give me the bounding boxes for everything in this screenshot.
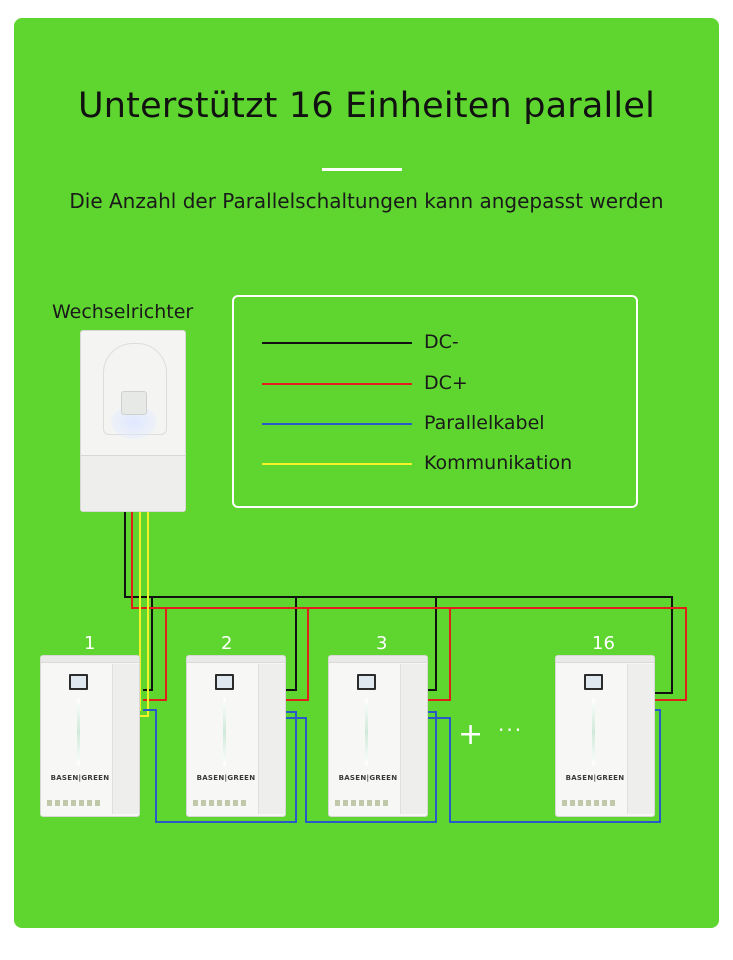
battery-unit: BASEN|GREEN: [555, 655, 655, 817]
ellipsis-plus: +: [458, 717, 484, 752]
battery-brand: BASEN|GREEN: [338, 774, 398, 782]
battery-side-panel: [112, 664, 139, 814]
title-divider: [322, 168, 402, 171]
battery-number: 2: [221, 633, 233, 654]
battery-foot-icons: [193, 800, 249, 806]
battery-brand: BASEN|GREEN: [196, 774, 256, 782]
battery-top: [556, 656, 654, 663]
dc-plus-wires: [131, 512, 687, 701]
legend-line-communication: [262, 463, 412, 465]
legend-label-parallel: Parallelkabel: [424, 412, 545, 434]
battery-top: [329, 656, 427, 663]
inverter-terminal-cover: [81, 455, 185, 511]
battery-top: [187, 656, 285, 663]
inverter-display: [121, 391, 147, 415]
battery-number: 1: [84, 633, 96, 654]
legend-line-dc-plus: [262, 383, 412, 385]
battery-side-panel: [627, 664, 654, 814]
legend-line-parallel: [262, 423, 412, 425]
battery-side-panel: [400, 664, 427, 814]
legend: DC- DC+ Parallelkabel Kommunikation: [232, 295, 638, 508]
battery-number: 16: [592, 633, 615, 654]
battery-led-strip: [223, 698, 226, 766]
legend-label-communication: Kommunikation: [424, 452, 573, 474]
battery-brand: BASEN|GREEN: [565, 774, 625, 782]
legend-label-dc-minus: DC-: [424, 331, 459, 353]
page-subtitle: Die Anzahl der Parallelschaltungen kann …: [69, 189, 664, 213]
battery-unit: BASEN|GREEN: [328, 655, 428, 817]
battery-screen-icon: [69, 674, 88, 690]
dc-minus-wires: [124, 512, 673, 694]
battery-screen-icon: [357, 674, 376, 690]
battery-number: 3: [376, 633, 388, 654]
legend-line-dc-minus: [262, 342, 412, 344]
battery-top: [41, 656, 139, 663]
inverter-unit: [80, 330, 186, 512]
battery-foot-icons: [47, 800, 103, 806]
ellipsis-dots: ···: [498, 718, 524, 742]
battery-led-strip: [365, 698, 368, 766]
battery-foot-icons: [562, 800, 618, 806]
battery-led-strip: [77, 698, 80, 766]
battery-led-strip: [592, 698, 595, 766]
battery-side-panel: [258, 664, 285, 814]
battery-screen-icon: [584, 674, 603, 690]
battery-brand: BASEN|GREEN: [50, 774, 110, 782]
page-title: Unterstützt 16 Einheiten parallel: [77, 86, 656, 126]
parallel-cable-wires: [143, 709, 661, 823]
battery-foot-icons: [335, 800, 391, 806]
battery-unit: BASEN|GREEN: [40, 655, 140, 817]
battery-unit: BASEN|GREEN: [186, 655, 286, 817]
inverter-label: Wechselrichter: [52, 301, 194, 323]
battery-screen-icon: [215, 674, 234, 690]
legend-label-dc-plus: DC+: [424, 372, 468, 394]
